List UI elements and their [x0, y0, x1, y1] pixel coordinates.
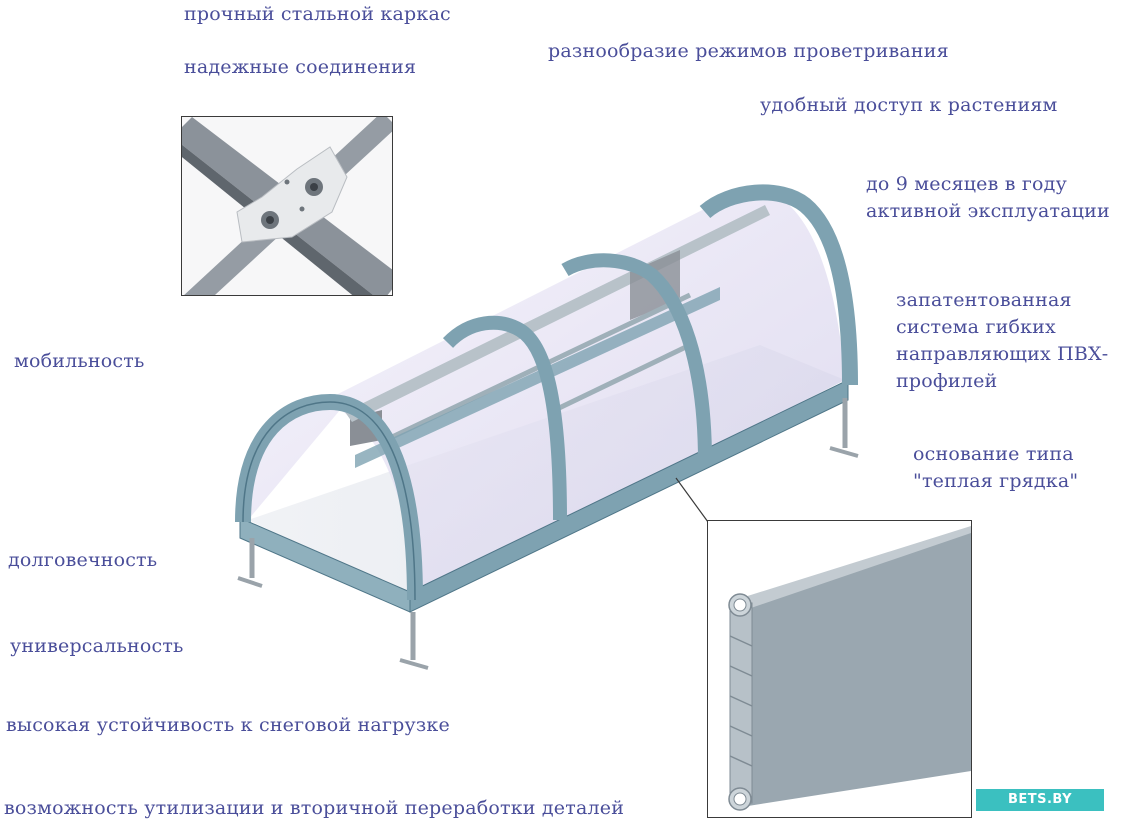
feature-mobility: мобильность — [14, 350, 145, 372]
feature-plant-access: удобный доступ к растениям — [760, 94, 1058, 116]
feature-season-line1: до 9 месяцев в году — [866, 173, 1067, 195]
vent-rail-front — [350, 410, 382, 446]
feature-durability: долговечность — [8, 549, 158, 571]
joint-detail-inset — [181, 116, 393, 296]
watermark-logo: BETS.BY — [976, 789, 1104, 811]
arch-middle-1 — [442, 315, 567, 521]
arch-middle-2 — [561, 253, 712, 463]
callout-leader-line — [675, 477, 709, 523]
vent-rail-rear — [630, 250, 680, 320]
feature-recycling: возможность утилизации и вторичной перер… — [4, 797, 625, 819]
feature-patent-line2: система гибких — [896, 316, 1056, 338]
feature-strong-frame: прочный стальной каркас — [184, 3, 451, 25]
feature-patent-line3: направляющих ПВХ- — [896, 343, 1109, 365]
pvc-profile-inset — [707, 520, 972, 818]
feature-base-line1: основание типа — [913, 443, 1074, 465]
feature-reliable-joints: надежные соединения — [184, 56, 417, 78]
feature-base-line2: "теплая грядка" — [913, 470, 1079, 492]
profile-face — [748, 531, 971, 806]
base-rear-side — [355, 287, 720, 468]
feature-universality: универсальность — [10, 635, 184, 657]
feature-snow-resistance: высокая устойчивость к снеговой нагрузке — [6, 714, 450, 736]
inner-rail — [388, 292, 692, 441]
arch-rear — [699, 184, 858, 386]
pvc-profile-image — [708, 521, 971, 817]
arch-front — [235, 393, 423, 601]
vent-rail-top — [345, 205, 770, 422]
joint-detail-image — [182, 117, 392, 295]
base-left-side — [239, 517, 411, 613]
feature-season-line2: активной эксплуатации — [866, 200, 1110, 222]
inner-rail-2 — [553, 342, 692, 413]
feature-patent-line1: запатентованная — [896, 289, 1072, 311]
feature-ventilation-modes: разнообразие режимов проветривания — [548, 40, 949, 62]
feature-patent-line4: профилей — [896, 370, 998, 392]
